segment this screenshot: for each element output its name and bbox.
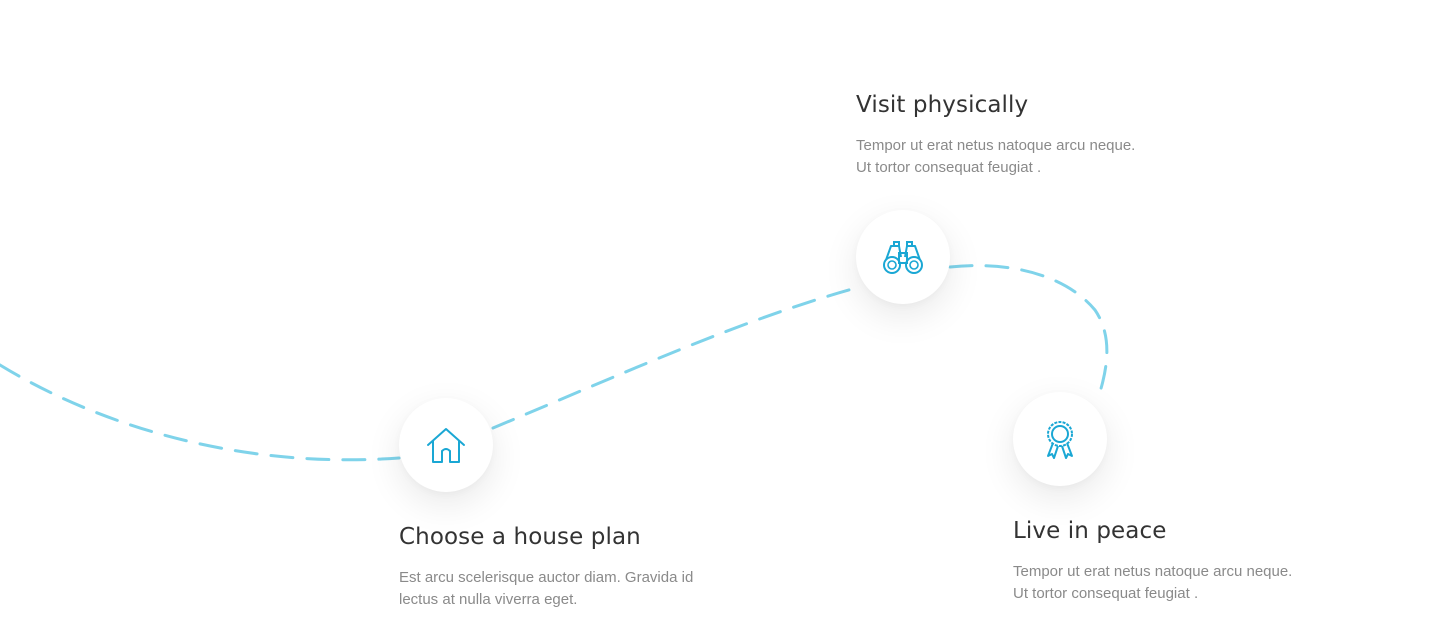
binoculars-icon bbox=[883, 241, 923, 274]
step-description-visit-physically: Tempor ut erat netus natoque arcu neque.… bbox=[856, 135, 1135, 179]
step-title-choose-plan: Choose a house plan bbox=[399, 524, 641, 550]
step-description-live-in-peace: Tempor ut erat netus natoque arcu neque.… bbox=[1013, 561, 1292, 605]
step-title-live-in-peace: Live in peace bbox=[1013, 518, 1167, 544]
step-binoculars-icon-circle bbox=[856, 210, 950, 304]
description-line: lectus at nulla viverra eget. bbox=[399, 591, 578, 608]
description-line: Ut tortor consequat feugiat . bbox=[856, 159, 1042, 176]
house-icon bbox=[427, 428, 465, 463]
description-line: Est arcu scelerisque auctor diam. Gravid… bbox=[399, 569, 694, 586]
step-award-icon-circle bbox=[1013, 392, 1107, 486]
step-title-visit-physically: Visit physically bbox=[856, 92, 1029, 118]
description-line: Tempor ut erat netus natoque arcu neque. bbox=[856, 137, 1136, 154]
description-line: Ut tortor consequat feugiat . bbox=[1013, 585, 1199, 602]
step-house-icon-circle bbox=[399, 398, 493, 492]
award-ribbon-icon bbox=[1047, 421, 1073, 459]
description-line: Tempor ut erat netus natoque arcu neque. bbox=[1013, 563, 1293, 580]
step-description-choose-plan: Est arcu scelerisque auctor diam. Gravid… bbox=[399, 567, 693, 611]
